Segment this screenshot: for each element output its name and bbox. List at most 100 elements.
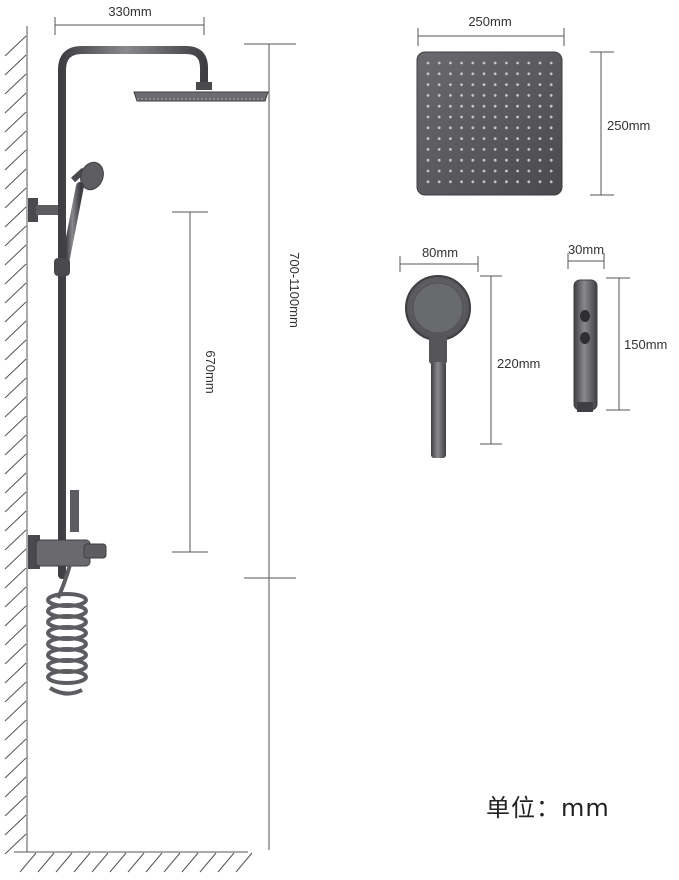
dimension-lines-left (54, 17, 296, 850)
nozzle (449, 94, 452, 97)
floor-hatch-line (73, 852, 91, 873)
nozzle (437, 61, 441, 65)
nozzle (471, 61, 475, 65)
nozzle (460, 137, 463, 141)
nozzle (538, 115, 542, 119)
nozzle (471, 83, 475, 86)
nozzle (549, 104, 553, 108)
nozzle (516, 72, 519, 76)
nozzle (516, 83, 519, 86)
wall-hatch-line (4, 187, 27, 209)
nozzle (471, 169, 475, 173)
wall-bracket-upper (28, 198, 38, 222)
nozzle (426, 104, 430, 108)
nozzle (482, 115, 486, 119)
nozzle (527, 104, 531, 108)
control-handle (573, 279, 598, 412)
overhead-shower-side (133, 91, 269, 102)
nozzle (449, 148, 452, 151)
nozzle (449, 61, 452, 65)
wall-hatch-line (4, 130, 27, 152)
nozzle (437, 137, 441, 141)
wall-hatch-line (4, 35, 27, 57)
handle-width-label: 30mm (568, 242, 604, 257)
wall-hatch-line (4, 738, 27, 760)
nozzle (449, 126, 452, 130)
nozzle (505, 94, 508, 97)
nozzle (437, 180, 441, 184)
wall-hatch-line (4, 700, 27, 722)
nozzle (471, 158, 475, 162)
head-connector (196, 82, 212, 90)
button-2 (580, 332, 590, 344)
wall-hatch-line (4, 833, 27, 855)
nozzle (516, 104, 519, 108)
shower-column (28, 46, 269, 696)
floor-hatch-line (91, 852, 109, 873)
nozzle (493, 169, 497, 173)
nozzle (449, 72, 452, 76)
wall-hatch-line (4, 434, 27, 456)
floor-hatch-line (55, 852, 73, 873)
dimension-lines-handle (567, 253, 630, 411)
nozzle (516, 180, 519, 184)
nozzle (426, 61, 430, 65)
wall-hatch-line (4, 168, 27, 190)
wall-hatch-line (4, 529, 27, 551)
floor-hatch-line (127, 852, 145, 873)
dimension-lines-handheld (399, 256, 502, 445)
floor-hatch-line (181, 852, 199, 873)
wall-hatch-line (4, 92, 27, 114)
nozzle (527, 94, 531, 97)
head-height-label: 250mm (607, 118, 650, 133)
dimension-lines-head (417, 28, 614, 196)
wall-hatch-line (4, 396, 27, 418)
nozzle (460, 126, 463, 130)
nozzle (482, 94, 486, 97)
nozzle (426, 148, 430, 151)
nozzle (538, 94, 542, 97)
slider-holder (54, 258, 70, 276)
nozzle (516, 94, 519, 97)
nozzle (493, 83, 497, 86)
nozzle (493, 148, 497, 151)
nozzle (538, 104, 542, 108)
nozzle (505, 126, 508, 130)
nozzle (437, 115, 441, 119)
nozzle (437, 158, 441, 162)
nozzle (437, 104, 441, 108)
wall-hatch-line (4, 263, 27, 285)
nozzle (493, 61, 497, 65)
nozzle (493, 137, 497, 141)
nozzle (549, 83, 553, 86)
nozzle (437, 169, 441, 173)
nozzle (549, 137, 553, 141)
wall-hatch-line (4, 244, 27, 266)
nozzle (505, 104, 508, 108)
nozzle (449, 180, 452, 184)
nozzle (449, 158, 452, 162)
handheld-shower-front (405, 275, 471, 458)
nozzle (482, 72, 486, 76)
nozzle (471, 180, 475, 184)
wall-hatch-line (4, 54, 27, 76)
overall-height-label: 700-1100mm (287, 252, 302, 328)
wall-hatch-line (4, 472, 27, 494)
wall-hatch-line (4, 624, 27, 646)
head-width-label: 250mm (468, 14, 511, 29)
wall-hatch-line (4, 681, 27, 703)
nozzle (460, 169, 463, 173)
nozzle (527, 148, 531, 151)
wall-hatch-line (4, 510, 27, 532)
nozzle (549, 115, 553, 119)
arm-width-label: 330mm (108, 4, 151, 19)
nozzle (482, 180, 486, 184)
nozzle (449, 137, 452, 141)
nozzle (471, 104, 475, 108)
wall-hatch-line (4, 358, 27, 380)
floor-hatch-line (37, 852, 55, 873)
nozzle (437, 83, 441, 86)
nozzle (460, 83, 463, 86)
nozzle (426, 115, 430, 119)
